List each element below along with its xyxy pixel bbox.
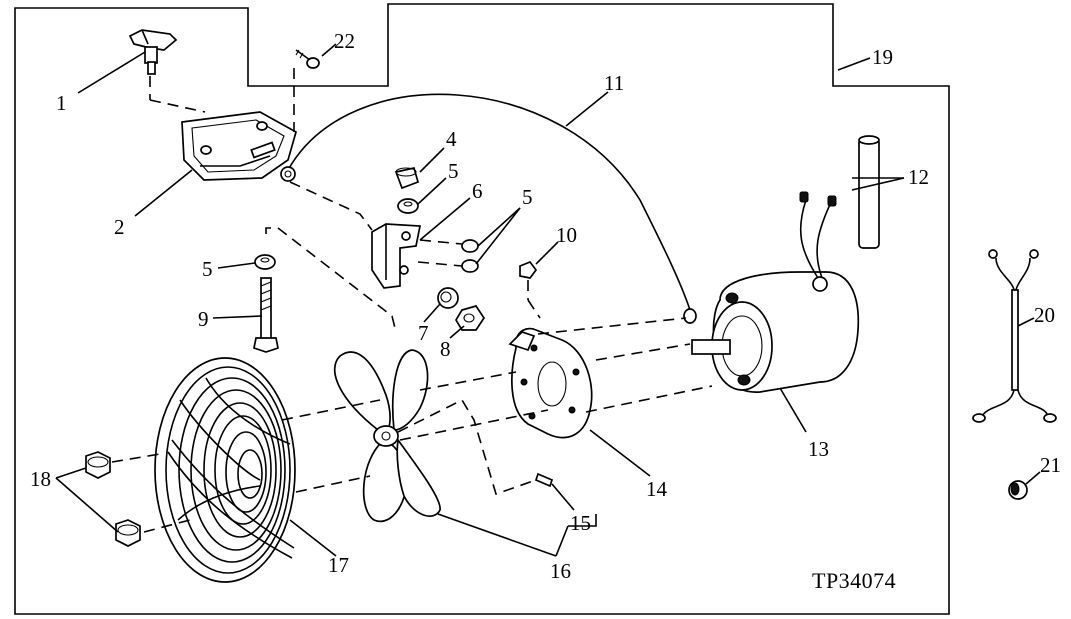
callout-9: 9 [198,307,209,331]
callout-4: 4 [446,127,457,151]
diagram-border [14,3,950,615]
figure-id: TP34074 [812,568,896,593]
part-14-flange-plate [508,327,593,439]
callout-16: 16 [550,559,571,583]
callout-5-top: 5 [448,159,459,183]
callout-5-right: 5 [522,185,533,209]
part-10-screw [519,260,541,319]
callout-20: 20 [1034,303,1055,327]
part-1-switch-knob [128,29,178,75]
callout-5-left: 5 [202,257,213,281]
callout-14: 14 [646,477,668,501]
part-11-cable [287,93,691,311]
part-7-bushing [437,287,459,309]
callout-11: 11 [604,71,624,95]
part-16-fan-blade [333,349,441,523]
callout-7: 7 [418,321,429,345]
part-5-washer-top [397,198,419,214]
callout-17: 17 [328,553,349,577]
callout-10: 10 [556,223,577,247]
part-2-switch-housing [181,111,298,181]
callout-6: 6 [472,179,483,203]
callout-8: 8 [440,337,451,361]
callout-2: 2 [114,215,125,239]
leader-lines [55,43,1041,557]
part-5-washer-left [254,254,276,270]
callout-22: 22 [334,29,355,53]
part-20-wiring-harness [972,249,1057,423]
callout-12: 12 [908,165,929,189]
callout-1: 1 [56,91,67,115]
part-13-motor [691,191,860,393]
part-21-plug [1008,480,1028,500]
part-15-pin [534,472,554,488]
part-9-bolt [253,277,279,353]
callout-21: 21 [1040,453,1061,477]
part-17-fan-guard [154,357,296,583]
callout-13: 13 [808,437,829,461]
part-6-bracket [371,223,422,289]
callout-19: 19 [872,45,893,69]
callout-15: 15 [570,511,591,535]
part-22-screw [295,49,320,69]
part-18-nuts [85,451,141,547]
cable-terminal-ring [280,166,296,182]
callout-18: 18 [30,467,51,491]
part-12-rod [858,135,880,249]
part-4-nut [394,166,420,190]
part-8-nut [455,305,486,331]
part-5-washers-right [461,239,479,273]
